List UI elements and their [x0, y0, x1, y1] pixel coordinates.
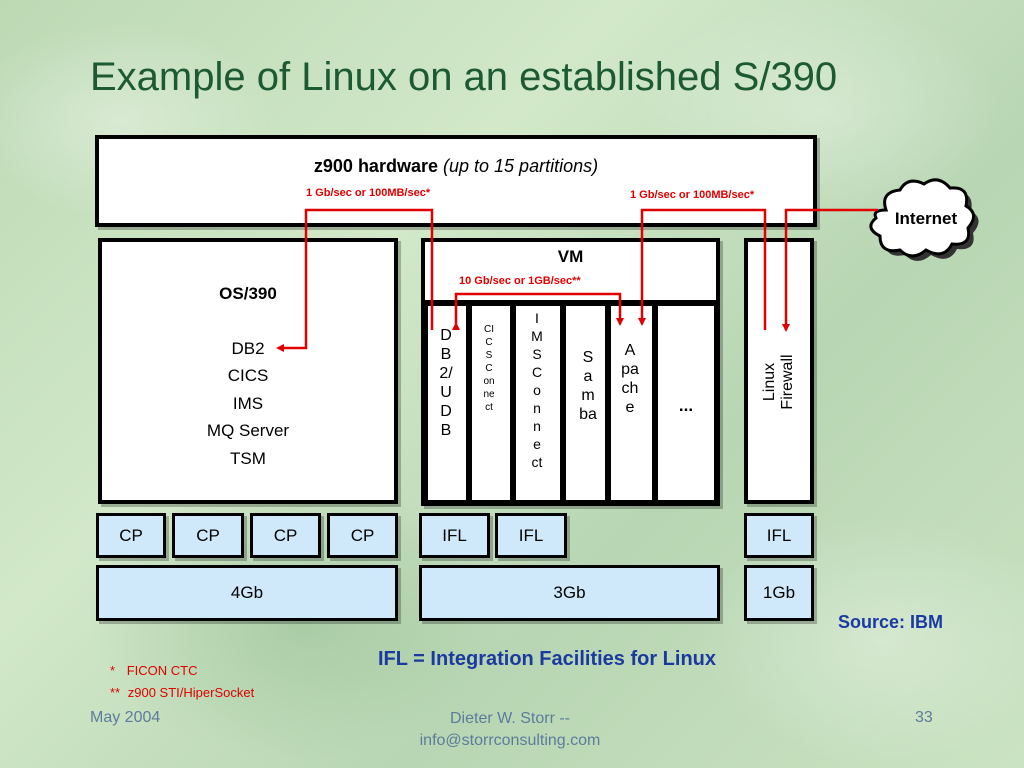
guest-samba-label: Samba [579, 349, 597, 423]
footer-date: May 2004 [90, 709, 161, 726]
memory-box-4gb: 4Gb [96, 565, 398, 621]
ifl-definition: IFL = Integration Facilities for Linux [378, 648, 717, 670]
os390-box [98, 238, 398, 504]
memory-box-3gb: 3Gb [419, 565, 720, 621]
hardware-label-bold: z900 hardware [313, 156, 438, 176]
vm-divider [421, 300, 720, 304]
guest-ims-connect [513, 303, 563, 503]
slide-title: Example of Linux on an established S/390 [90, 55, 838, 99]
internet-cloud-icon [869, 178, 979, 261]
ifl-box-1: IFL [419, 513, 490, 558]
link-left-label: 1 Gb/sec or 100MB/sec* [306, 187, 431, 199]
hardware-label: z900 hardware (up to 15 partitions) [95, 156, 817, 177]
guest-db2-udb [425, 303, 469, 503]
guest-more [655, 303, 717, 503]
os390-item-ims: IMS [232, 394, 264, 413]
memory-box-1gb: 1Gb [744, 565, 814, 621]
footnote-1: * FICON CTC [110, 663, 197, 678]
os390-item-db2: DB2 [231, 339, 265, 358]
vm-link-label: 10 Gb/sec or 1GB/sec** [459, 275, 581, 287]
os390-item-tsm: TSM [230, 449, 266, 468]
footnote-1-mark: * [110, 663, 116, 678]
footer-author: Dieter W. Storr -- [449, 710, 570, 727]
footnote-1-text: FICON CTC [126, 663, 198, 678]
cp-box-1: CP [96, 513, 166, 558]
vm-link-line [452, 292, 624, 330]
hardware-label-italic: (up to 15 partitions) [443, 156, 599, 176]
os390-item-cics: CICS [227, 366, 269, 385]
ifl-box-3: IFL [744, 513, 814, 558]
source-label: Source: IBM [838, 612, 944, 632]
link-right-label: 1 Gb/sec or 100MB/sec* [630, 189, 755, 201]
footnote-2-mark: ** [110, 685, 121, 700]
guest-cics-connect [469, 303, 513, 503]
link-right-line [638, 208, 767, 330]
guest-apache-label: Apache [621, 342, 639, 416]
page-number: 33 [915, 709, 933, 726]
internet-label: Internet [894, 209, 958, 228]
footer-email: info@storrconsulting.com [419, 732, 601, 749]
guest-db2-udb-label: DB2/UDB [439, 327, 453, 439]
footnote-2: ** z900 STI/HiperSocket [110, 685, 254, 700]
footnote-2-text: z900 STI/HiperSocket [127, 685, 255, 700]
os390-item-mq-server: MQ Server [206, 421, 290, 440]
z900-hardware-box [95, 135, 817, 227]
ifl-box-2: IFL [495, 513, 567, 558]
cp-box-4: CP [327, 513, 398, 558]
guest-more-label: ... [678, 396, 694, 415]
cp-box-3: CP [250, 513, 321, 558]
cp-box-2: CP [172, 513, 244, 558]
guest-apache [608, 303, 655, 503]
os390-title: OS/390 [219, 284, 277, 303]
internet-link-line [782, 208, 878, 332]
link-left-line [276, 208, 434, 352]
guest-samba [563, 303, 608, 503]
linux-firewall-box [744, 238, 814, 504]
vm-title: VM [557, 247, 584, 266]
